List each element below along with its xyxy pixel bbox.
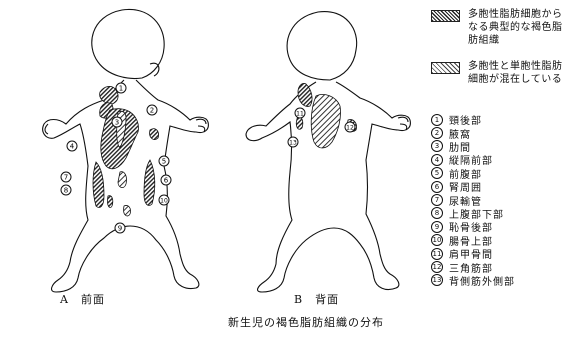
legend-swatch-mixed [431, 62, 460, 74]
front-abdomen-fat-left [93, 162, 104, 208]
svg-text:7: 7 [64, 174, 68, 182]
front-axilla-fat-right [150, 129, 159, 140]
legend-text-dense: 多胞性脂肪細胞からなる典型的な褐色脂肪組織 [468, 8, 572, 47]
marker-6-front: 6 [161, 175, 171, 185]
front-abdomen-fat-right [144, 160, 155, 206]
region-item: 13 背側筋外側部 [431, 274, 515, 287]
back-view-label: B 背面 [294, 291, 339, 307]
marker-1-front: 1 [116, 83, 126, 93]
marker-13-back: 13 [288, 137, 298, 147]
region-number: 7 [431, 194, 443, 206]
svg-text:5: 5 [162, 158, 166, 166]
front-pubic-fat [124, 205, 131, 215]
region-number: 13 [431, 274, 443, 286]
svg-text:2: 2 [150, 107, 154, 115]
front-left-hand [45, 124, 48, 134]
svg-text:12: 12 [346, 125, 354, 132]
svg-text:6: 6 [164, 177, 169, 185]
region-number: 12 [431, 261, 443, 273]
marker-10-front: 10 [159, 195, 169, 205]
front-kidney-fat [118, 172, 127, 188]
back-view [246, 12, 410, 292]
marker-2-front: 2 [147, 105, 157, 115]
legend-text-mixed: 多胞性と単胞性脂肪細胞が混在している [468, 60, 572, 86]
region-number: 3 [431, 140, 443, 152]
svg-text:3: 3 [115, 119, 119, 127]
legend-swatch-dense [431, 10, 460, 22]
marker-11-back: 11 [295, 108, 305, 118]
marker-3-front: 3 [112, 117, 122, 127]
region-number: 11 [431, 248, 443, 260]
region-number: 10 [431, 234, 443, 246]
back-neck-fat [298, 83, 312, 106]
region-number: 8 [431, 207, 443, 219]
region-number: 5 [431, 167, 443, 179]
svg-text:11: 11 [296, 111, 304, 118]
marker-7-front: 7 [61, 172, 71, 182]
region-number: 2 [431, 127, 443, 139]
back-head [287, 12, 357, 80]
front-head [92, 9, 164, 78]
marker-12-back: 12 [345, 122, 355, 132]
region-number: 9 [431, 221, 443, 233]
marker-9-front: 9 [115, 223, 125, 233]
svg-text:4: 4 [70, 143, 75, 151]
svg-text:1: 1 [119, 85, 123, 93]
svg-text:13: 13 [289, 140, 297, 147]
svg-text:9: 9 [118, 225, 122, 233]
region-number: 1 [431, 114, 443, 126]
region-number: 6 [431, 181, 443, 193]
front-neck-fat [100, 86, 118, 104]
marker-8-front: 8 [61, 185, 71, 195]
region-number: 4 [431, 154, 443, 166]
front-right-hand [196, 119, 206, 132]
marker-5-front: 5 [159, 156, 169, 166]
front-view-label: A 前面 [60, 291, 105, 307]
region-label: 背側筋外側部 [449, 273, 515, 288]
svg-text:10: 10 [160, 198, 168, 205]
figure-caption: 新生児の褐色脂肪組織の分布 [228, 314, 384, 330]
svg-text:8: 8 [64, 187, 68, 195]
back-fat-deposits [296, 83, 356, 148]
front-ureter-fat [107, 196, 112, 208]
back-right-hand [398, 117, 408, 130]
back-interscapular-fat [311, 94, 340, 148]
marker-4-front: 4 [67, 141, 77, 151]
